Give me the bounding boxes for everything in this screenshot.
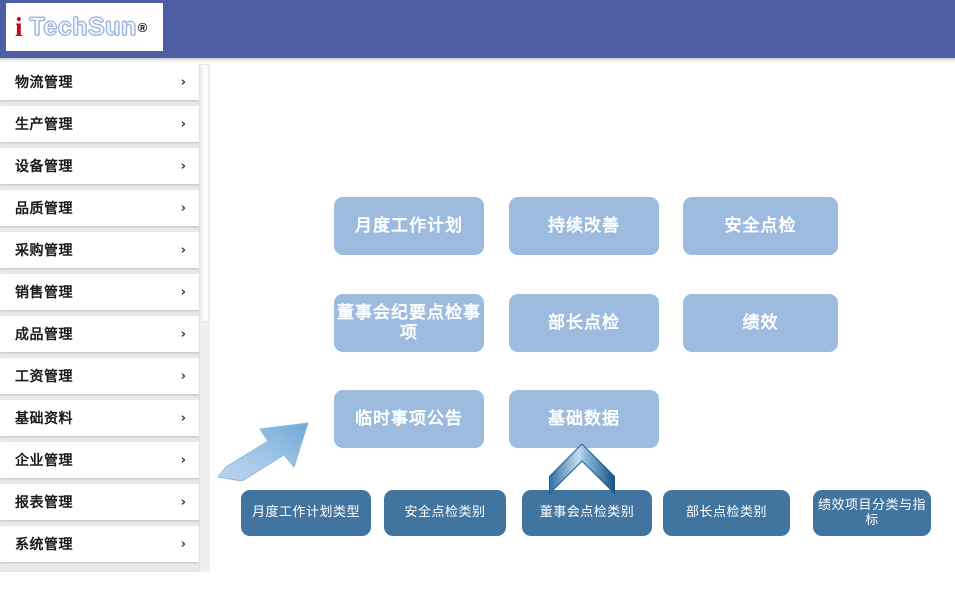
sidebar-item-label: 系统管理 [15,537,73,553]
sidebar-item-label: 报表管理 [15,495,73,511]
sidebar-item-reports[interactable]: 报表管理 › [0,484,200,520]
chevron-right-icon: › [180,494,186,510]
sidebar-scrollbar[interactable] [199,64,210,572]
sidebar-item-basic-data[interactable]: 基础资料 › [0,400,200,436]
sidebar-nav: 物流管理 › 生产管理 › 设备管理 › 品质管理 › 采购管理 › 销售管理 … [0,64,210,572]
sidebar-item-label: 生产管理 [15,117,73,133]
pointer-arrow-icon [217,422,309,481]
module-button-continuous-improvement[interactable]: 持续改善 [509,197,659,255]
header-divider [0,58,955,62]
sidebar-item-sales[interactable]: 销售管理 › [0,274,200,310]
chevron-right-icon: › [180,326,186,342]
sidebar-item-label: 工资管理 [15,369,73,385]
registered-trademark-icon: ® [137,19,148,35]
sidebar-item-purchasing[interactable]: 采购管理 › [0,232,200,268]
brand-logo[interactable]: i TechSun ® [6,3,163,51]
module-button-minister-inspection[interactable]: 部长点检 [509,294,659,352]
chevron-right-icon: › [180,158,186,174]
app-header: i TechSun ® [0,0,955,58]
chevron-right-icon: › [180,368,186,384]
sidebar-scrollbar-thumb[interactable] [201,64,209,322]
sidebar-item-label: 销售管理 [15,285,73,301]
sidebar-item-equipment[interactable]: 设备管理 › [0,148,200,184]
category-button-safety-inspection-category[interactable]: 安全点检类别 [384,490,506,536]
sidebar-item-production[interactable]: 生产管理 › [0,106,200,142]
module-button-monthly-work-plan[interactable]: 月度工作计划 [334,197,484,255]
chevron-right-icon: › [180,452,186,468]
module-button-safety-inspection[interactable]: 安全点检 [683,197,838,255]
module-button-board-minutes-checklist[interactable]: 董事会纪要点检事项 [334,294,484,352]
category-button-performance-item-classification[interactable]: 绩效项目分类与指标 [813,490,931,536]
chevron-right-icon: › [180,242,186,258]
category-button-minister-inspection-category[interactable]: 部长点检类别 [663,490,790,536]
sidebar-item-finished-goods[interactable]: 成品管理 › [0,316,200,352]
chevron-right-icon: › [180,116,186,132]
sidebar-item-enterprise[interactable]: 企业管理 › [0,442,200,478]
chevron-right-icon: › [180,74,186,90]
sidebar-item-label: 成品管理 [15,327,73,343]
module-button-basic-data[interactable]: 基础数据 [509,390,659,448]
brand-name: TechSun [29,12,137,41]
sidebar-item-label: 品质管理 [15,201,73,217]
module-diagram-canvas: 月度工作计划 持续改善 安全点检 董事会纪要点检事项 部长点检 绩效 临时事项公… [212,62,955,596]
chevron-right-icon: › [180,200,186,216]
chevron-right-icon: › [180,536,186,552]
chevron-right-icon: › [180,410,186,426]
sidebar-item-logistics[interactable]: 物流管理 › [0,64,200,100]
sidebar-item-label: 企业管理 [15,453,73,469]
chevron-up-arrow-icon [549,444,615,494]
brand-mark-icon: i [15,11,23,42]
sidebar-item-system[interactable]: 系统管理 › [0,526,200,562]
sidebar-item-label: 采购管理 [15,243,73,259]
sidebar-item-label: 基础资料 [15,411,73,427]
sidebar-item-quality[interactable]: 品质管理 › [0,190,200,226]
module-button-performance[interactable]: 绩效 [683,294,838,352]
sidebar-item-label: 设备管理 [15,159,73,175]
sidebar-menu-list: 物流管理 › 生产管理 › 设备管理 › 品质管理 › 采购管理 › 销售管理 … [0,64,200,568]
category-button-board-inspection-category[interactable]: 董事会点检类别 [522,490,652,536]
chevron-right-icon: › [180,284,186,300]
sidebar-item-label: 物流管理 [15,75,73,91]
sidebar-item-payroll[interactable]: 工资管理 › [0,358,200,394]
module-button-temporary-announcement[interactable]: 临时事项公告 [334,390,484,448]
category-button-monthly-plan-type[interactable]: 月度工作计划类型 [241,490,371,536]
